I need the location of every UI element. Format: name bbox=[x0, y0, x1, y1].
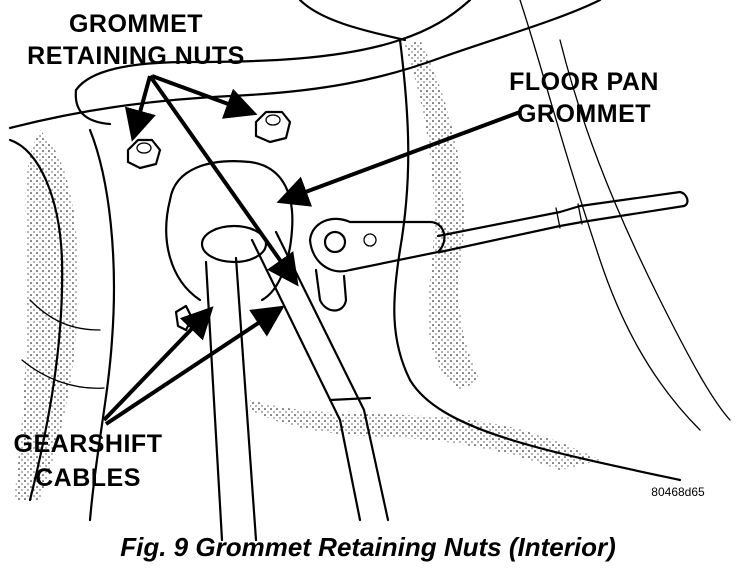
stippled-left-panel bbox=[14, 130, 79, 500]
label-floor-pan-grommet: FLOOR PAN GROMMET bbox=[509, 68, 659, 128]
label-floorpan-line2: GROMMET bbox=[517, 100, 651, 128]
label-grommet-retaining-nuts: GROMMET RETAINING NUTS bbox=[27, 10, 245, 70]
retaining-nut-right bbox=[254, 110, 292, 144]
figure-caption: Fig. 9 Grommet Retaining Nuts (Interior) bbox=[120, 532, 615, 562]
stippled-right-panel bbox=[405, 40, 480, 390]
gearshift-cable-right bbox=[250, 230, 390, 522]
gearshift-cable-left bbox=[204, 256, 258, 542]
left-body-member bbox=[8, 128, 116, 522]
figure-code: 80468d65 bbox=[651, 485, 705, 499]
label-floorpan-line1: FLOOR PAN bbox=[509, 68, 659, 96]
stippled-lower-panel bbox=[250, 400, 600, 470]
retaining-nut-left bbox=[126, 138, 162, 170]
label-grommet-line1: GROMMET bbox=[69, 10, 203, 38]
floor-pan-grommet-shape bbox=[165, 160, 294, 302]
label-gearshift-line2: CABLES bbox=[35, 464, 141, 492]
leader-arrows bbox=[102, 74, 521, 426]
label-gearshift-cables: GEARSHIFT CABLES bbox=[14, 430, 163, 492]
lower-fastener bbox=[174, 304, 194, 332]
label-grommet-line2: RETAINING NUTS bbox=[27, 42, 245, 70]
shift-linkage bbox=[308, 190, 689, 312]
label-gearshift-line1: GEARSHIFT bbox=[14, 430, 163, 458]
floor-panel-outline bbox=[8, 0, 731, 482]
